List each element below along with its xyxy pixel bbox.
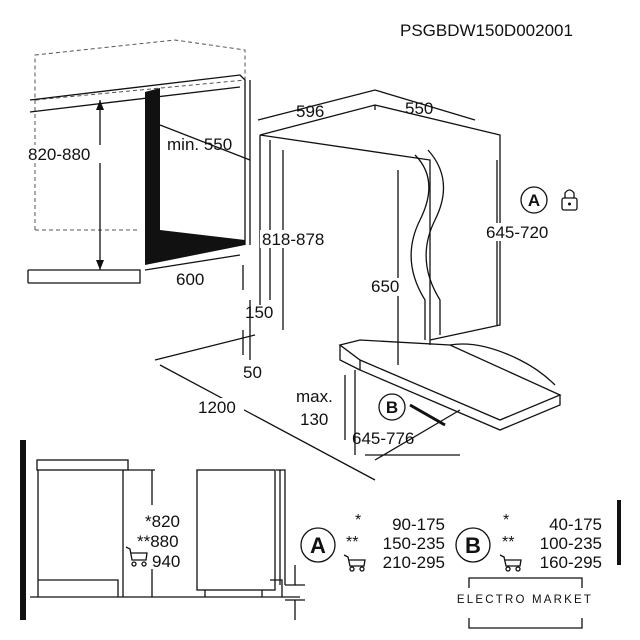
wall-cabinets: [29, 39, 246, 231]
label-height-2: **880: [137, 532, 179, 551]
table-b-value-1: 40-175: [549, 515, 602, 534]
table-a-mark-2: **: [346, 534, 358, 551]
side-panel: [244, 80, 251, 245]
label-body-height: 650: [371, 277, 399, 296]
label-door-height: 645-720: [486, 223, 548, 242]
niche-shadow: [145, 88, 245, 265]
table-a-value-2: 150-235: [383, 534, 445, 553]
dimension-door-swing: [154, 334, 376, 481]
label-width: 596: [296, 102, 324, 121]
marker-a-label: A: [528, 191, 540, 210]
logo-text: ELECTRO MARKET: [457, 594, 593, 606]
marker-a-top: A: [520, 186, 548, 214]
marker-b-top: B: [378, 393, 406, 421]
label-max-value: 130: [300, 410, 328, 429]
label-min-depth: min. 550: [167, 135, 232, 154]
label-niche-height: 818-878: [262, 230, 324, 249]
dishwasher-body: [259, 104, 562, 431]
dimension-door-travel: [365, 409, 461, 461]
marker-b-label: B: [386, 398, 398, 417]
right-edge-bar: [617, 500, 621, 565]
table-b-marker: B: [465, 533, 481, 558]
table-a: A * 90-175 ** 150-235 210-295: [300, 512, 445, 572]
table-b-mark-2: **: [502, 534, 514, 551]
label-cabinet-height: 820-880: [28, 145, 90, 164]
label-plinth-height: 150: [245, 303, 273, 322]
label-max: max.: [296, 387, 333, 406]
cart-icon: [125, 546, 148, 567]
dimension-max: [344, 370, 356, 455]
table-a-value-3: 210-295: [383, 553, 445, 572]
dimension-niche-width: [144, 254, 241, 271]
cart-icon: [499, 554, 522, 572]
label-door-swing: 1200: [198, 398, 236, 417]
table-a-value-1: 90-175: [392, 515, 445, 534]
dimension-depth-line: [159, 124, 251, 161]
table-b: B * 40-175 ** 100-235 160-295: [455, 512, 602, 572]
label-door-travel: 645-776: [352, 429, 414, 448]
electro-market-logo: ELECTRO MARKET: [457, 577, 593, 629]
dimension-cabinet-height: 820-880: [26, 100, 106, 270]
label-height-1: *820: [145, 512, 180, 531]
dimension-width-depth: [257, 89, 476, 121]
model-code: PSGBDW150D002001: [400, 21, 573, 40]
cart-icon: [343, 554, 366, 572]
table-a-mark-1: *: [355, 512, 361, 529]
lock-icon: [561, 189, 578, 211]
countertop: [27, 269, 141, 284]
table-a-marker: A: [310, 533, 326, 558]
label-plinth-depth: 50: [243, 363, 262, 382]
dimension-plinth: [242, 265, 251, 360]
label-height-3: 940: [152, 552, 180, 571]
label-depth: 550: [405, 99, 433, 118]
table-b-value-2: 100-235: [540, 534, 602, 553]
label-niche-width: 600: [176, 270, 204, 289]
table-b-mark-1: *: [503, 512, 509, 529]
side-view: [20, 440, 305, 620]
table-b-value-3: 160-295: [540, 553, 602, 572]
